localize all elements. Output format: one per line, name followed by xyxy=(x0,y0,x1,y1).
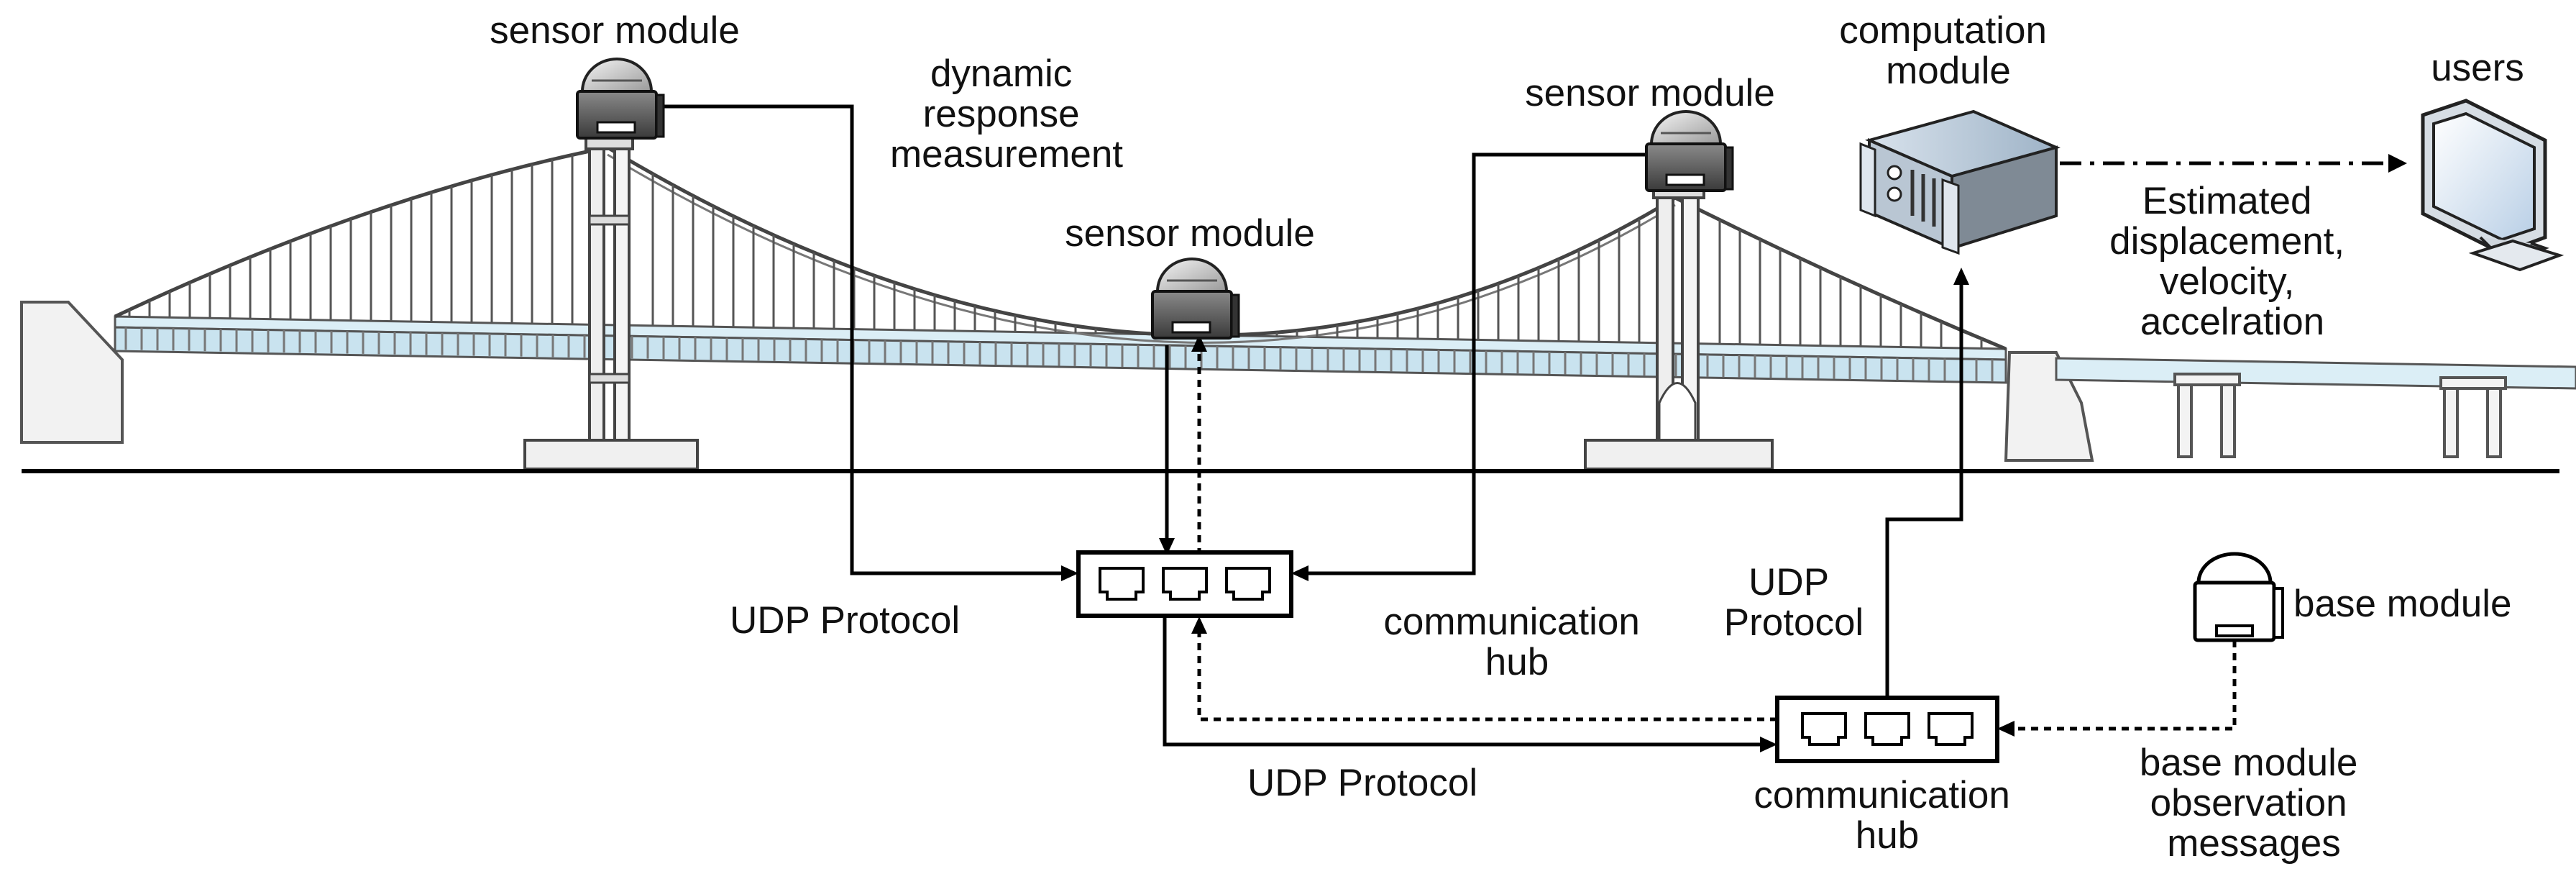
monitor-icon xyxy=(2421,99,2564,272)
communication-hub-2-icon xyxy=(1775,696,1999,763)
base-module-icon xyxy=(2193,552,2284,642)
labels: sensor module dynamic response measureme… xyxy=(490,9,2524,865)
sensor-module-left-icon xyxy=(576,58,665,140)
label-estimated-outputs: Estimated displacement, velocity, accelr… xyxy=(2109,180,2355,343)
label-udp-protocol-bottom: UDP Protocol xyxy=(1247,762,1477,804)
bridge-tower-right xyxy=(1584,182,1774,470)
label-sensor-module-left: sensor module xyxy=(490,9,740,52)
communication-hub-1-icon xyxy=(1076,550,1293,618)
label-dynamic-response: dynamic response measurement xyxy=(890,53,1123,176)
label-base-module-messages: base module observation messages xyxy=(2140,742,2368,865)
label-communication-hub-1: communication hub xyxy=(1383,601,1650,683)
label-udp-protocol-hub1: UDP Protocol xyxy=(730,599,960,642)
label-computation-module: computation module xyxy=(1839,9,2057,92)
server-rack-icon xyxy=(1859,109,2061,255)
sensor-module-right-icon xyxy=(1645,110,1734,192)
label-communication-hub-2: communication hub xyxy=(1754,774,2020,857)
label-sensor-module-center: sensor module xyxy=(1065,212,1315,255)
label-udp-protocol-upper: UDP Protocol xyxy=(1724,561,1864,644)
connections xyxy=(661,104,2407,752)
label-sensor-module-right: sensor module xyxy=(1525,72,1775,114)
suspension-bridge-illustration xyxy=(20,132,2576,470)
bridge-tower-left xyxy=(523,132,699,470)
sensor-module-center-icon xyxy=(1151,258,1240,340)
label-base-module: base module xyxy=(2293,583,2511,625)
label-users: users xyxy=(2431,47,2524,89)
